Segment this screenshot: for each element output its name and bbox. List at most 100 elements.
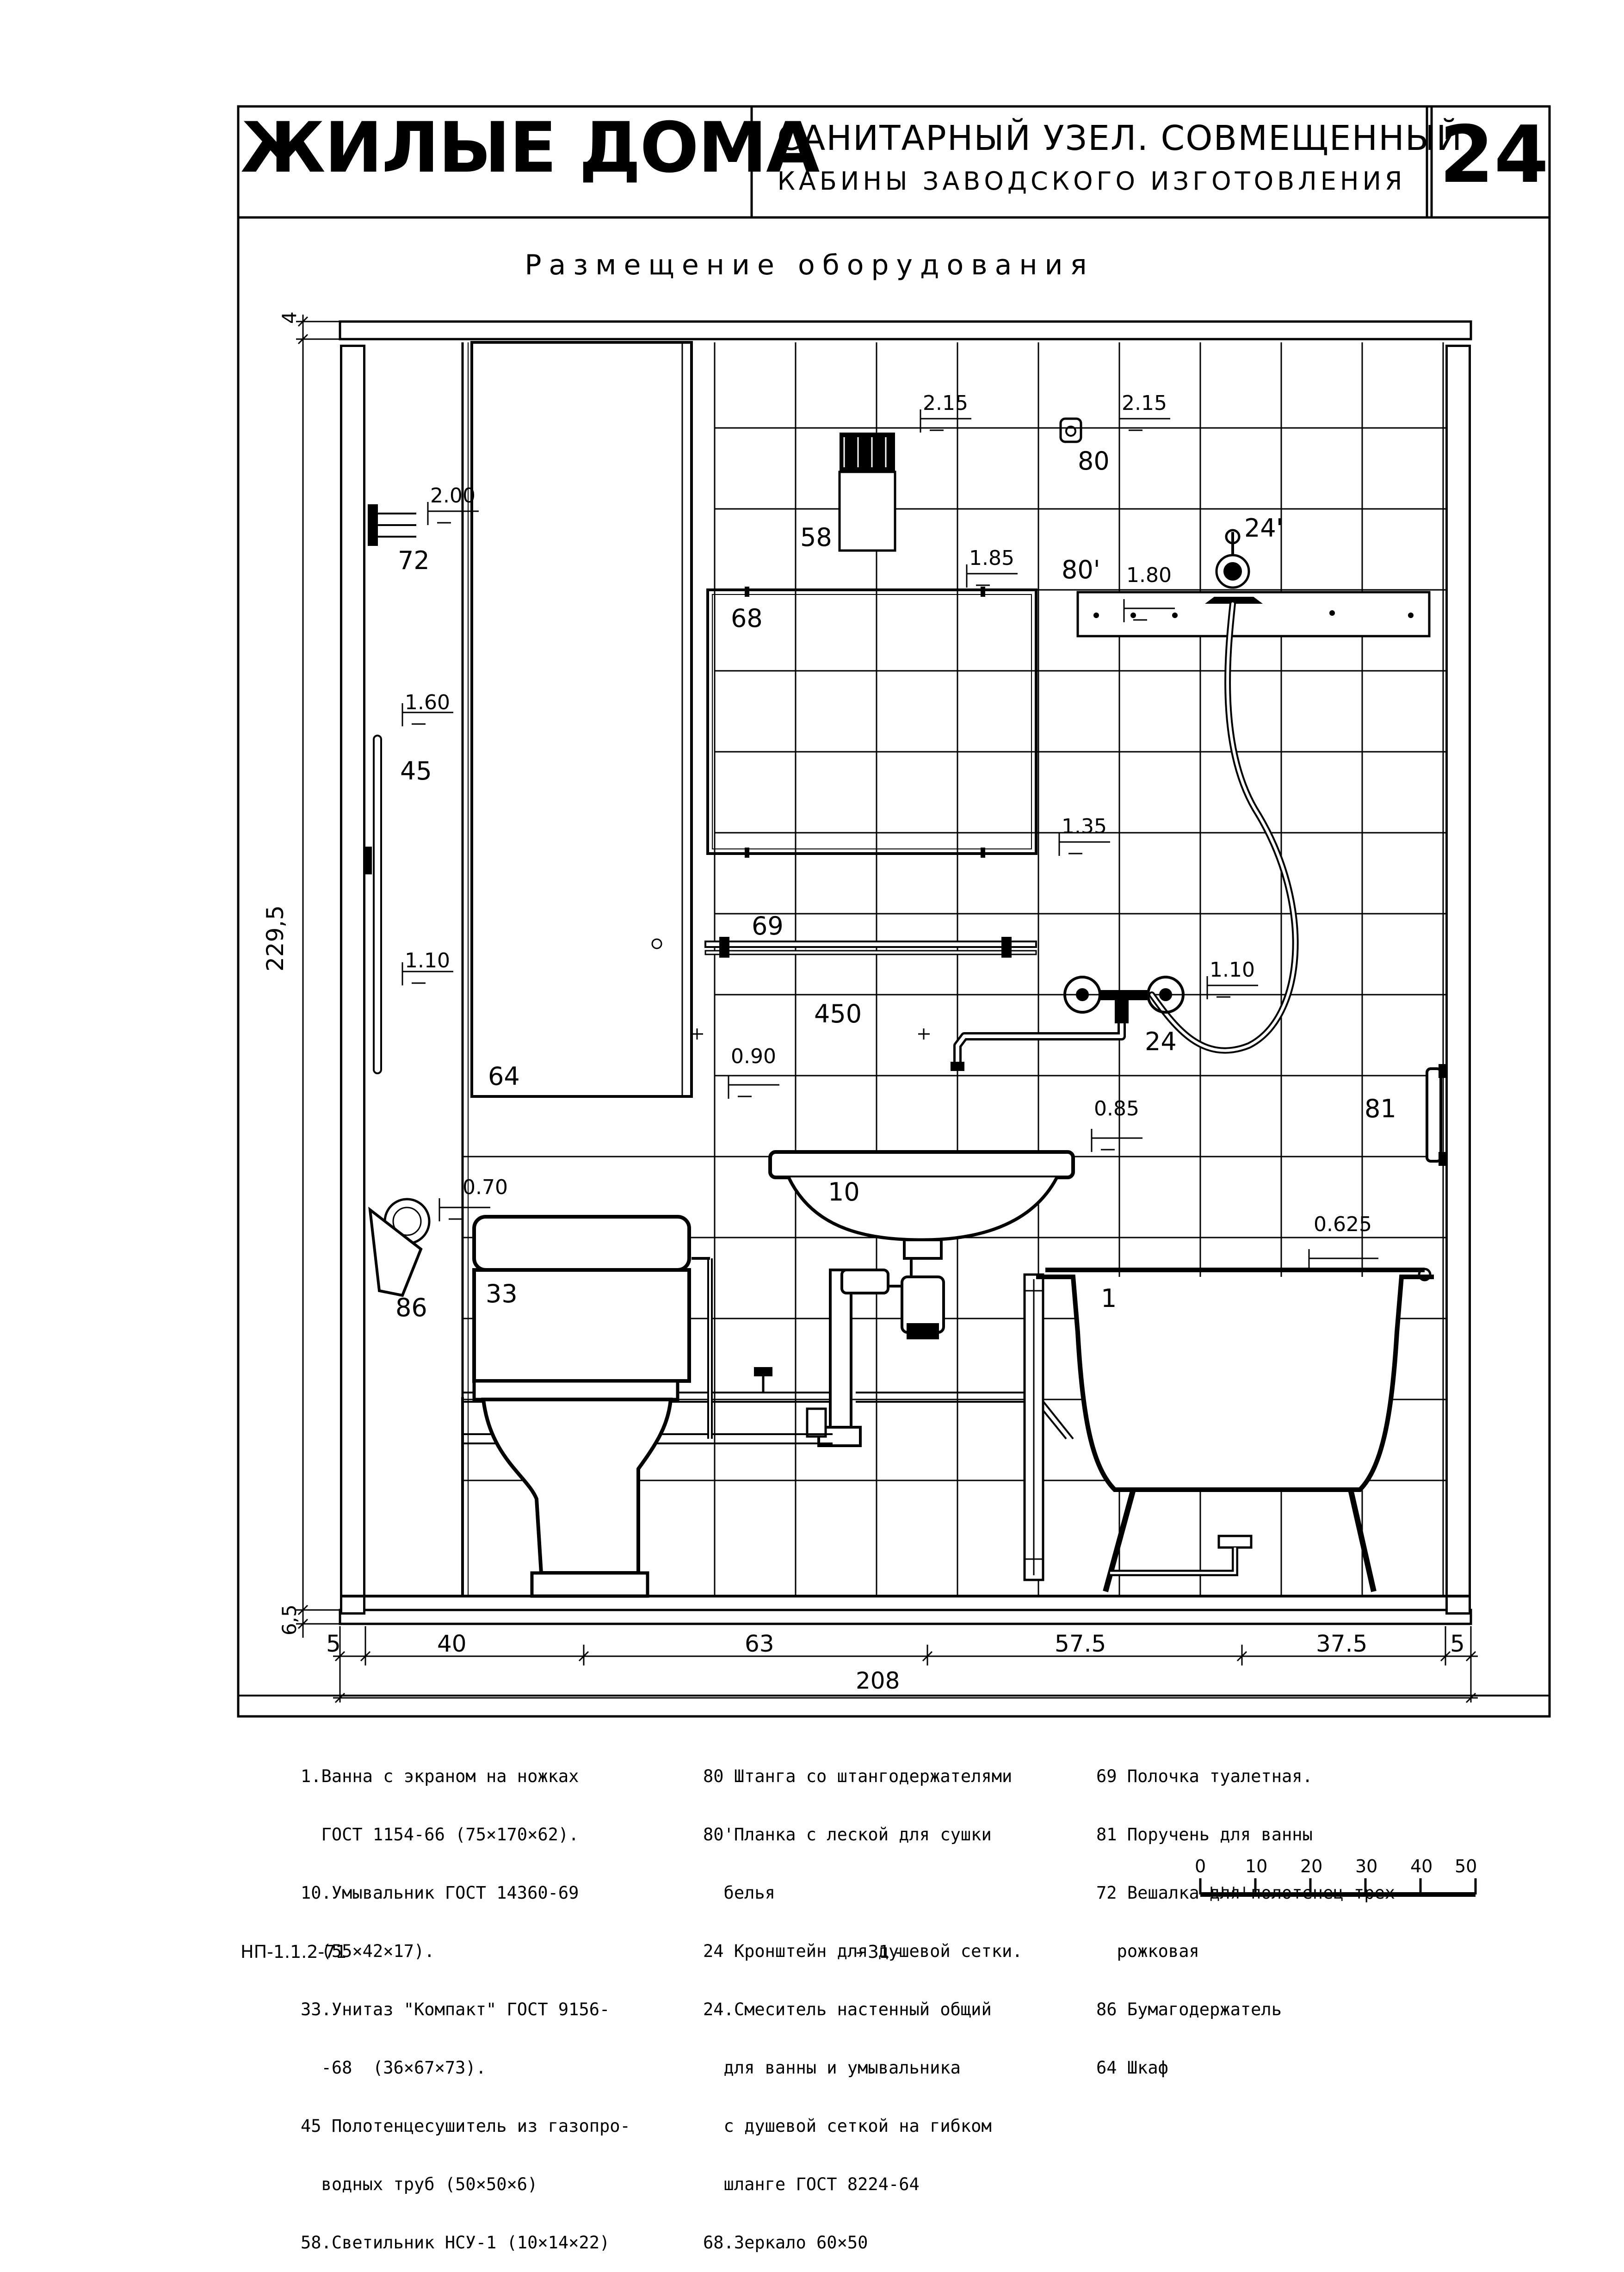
sheet-subtitle: КАБИНЫ ЗАВОДСКОГО ИЗГОТОВЛЕНИЯ xyxy=(777,167,1406,196)
legend-line: 1.Ванна с экраном на ножках xyxy=(301,1766,579,1786)
elevation-mixer: 1.10 xyxy=(1210,958,1255,982)
label-81: 81 xyxy=(1365,1094,1396,1123)
scale-tick-label: 20 xyxy=(1300,1856,1323,1876)
legend-line: шланге ГОСТ 8224-64 xyxy=(703,2174,920,2194)
label-33: 33 xyxy=(486,1279,518,1308)
sheet-title: САНИТАРНЫЙ УЗЕЛ. СОВМЕЩЕННЫЙ xyxy=(777,118,1463,158)
legend-line: 69 Полочка туалетная. xyxy=(1096,1766,1313,1786)
legend-line: рожковая xyxy=(1096,1941,1199,1961)
scale-tick-label: 30 xyxy=(1355,1856,1378,1876)
towel-dryer xyxy=(365,735,382,1074)
label-58: 58 xyxy=(800,523,832,552)
label-86: 86 xyxy=(395,1293,427,1322)
mirror xyxy=(706,587,1037,858)
document-code: НП-1.1.2-71 xyxy=(241,1942,347,1962)
legend-line: 68.Зеркало 60×50 xyxy=(703,2233,868,2253)
legend-line: белья xyxy=(703,1883,775,1903)
elevation-lamp: 2.15 xyxy=(923,391,968,415)
legend-line: ГОСТ 1154-66 (75×170×62). xyxy=(301,1825,579,1845)
legend-line: 33.Унитаз "Компакт" ГОСТ 9156- xyxy=(301,2000,610,2019)
scale-tick-label: 40 xyxy=(1410,1856,1433,1876)
scale-tick-label: 50 xyxy=(1455,1856,1477,1876)
legend-line: 72 Вешалка для полотенец трех- xyxy=(1096,1883,1406,1903)
elevation-hook: 2.00 xyxy=(430,484,475,508)
elevation-markers xyxy=(401,409,1378,1272)
bathtub xyxy=(1023,1268,1434,1592)
scale-tick-label: 10 xyxy=(1245,1856,1268,1876)
dimension-top-gap: 4 xyxy=(278,311,301,324)
towel-hook-rack xyxy=(368,504,416,546)
label-80: 80 xyxy=(1078,446,1110,476)
elevation-paper-holder: 0.70 xyxy=(463,1176,508,1199)
cabinet xyxy=(470,341,693,1098)
elevation-plank: 1.80 xyxy=(1126,563,1172,587)
legend-line: 80 Штанга со штангодержателями xyxy=(703,1766,1013,1786)
legend-line: 81 Поручень для ванны xyxy=(1096,1825,1313,1845)
legend-line: (55×42×17). xyxy=(301,1941,435,1961)
room-outline xyxy=(339,320,1472,1625)
partition-wall xyxy=(461,342,469,1596)
toilet xyxy=(472,1215,691,1598)
legend-line: 80'Планка с леской для сушки xyxy=(703,1825,992,1845)
wall-lamp xyxy=(838,433,896,552)
sheet-number: 24 xyxy=(1439,109,1549,201)
dimension-bottom: 6,5 xyxy=(278,1604,301,1635)
label-72: 72 xyxy=(398,546,430,575)
dimension-total-width: 208 xyxy=(856,1667,900,1694)
dimension-seg3: 57.5 xyxy=(1055,1630,1106,1657)
label-64: 64 xyxy=(488,1062,520,1091)
legend-column-1: 1.Ванна с экраном на ножках ГОСТ 1154-66… xyxy=(301,1728,630,2272)
legend-line: 10.Умывальник ГОСТ 14360-69 xyxy=(301,1883,579,1903)
label-24-prime: 24' xyxy=(1244,514,1283,543)
legend-column-3: 69 Полочка туалетная. 81 Поручень для ва… xyxy=(1096,1728,1405,2097)
label-45: 45 xyxy=(400,756,432,786)
dimension-seg4: 37.5 xyxy=(1316,1630,1368,1657)
elevation-mirror-top: 1.85 xyxy=(969,546,1014,570)
label-24: 24 xyxy=(1145,1027,1177,1056)
legend-line: 86 Бумагодержатель xyxy=(1096,2000,1282,2019)
curtain-bar-holder xyxy=(1059,417,1082,443)
dimension-lines xyxy=(296,315,1478,1703)
legend-line: 24.Смеситель настенный общий xyxy=(703,2000,992,2019)
bath-grab-bar xyxy=(1426,1064,1447,1166)
sheet-frame xyxy=(237,105,1551,1718)
legend-line: с душевой сеткой на гибком xyxy=(703,2116,992,2136)
drawing-canvas xyxy=(237,105,1551,1897)
drawing-title: Размещение оборудования xyxy=(525,249,1094,281)
legend-line: 45 Полотенцесушитель из газопро- xyxy=(301,2116,630,2136)
elevation-mirror-bottom: 1.35 xyxy=(1062,815,1107,838)
legend-line: 64 Шкаф xyxy=(1096,2058,1168,2078)
scale-tick-label: 0 xyxy=(1195,1856,1206,1876)
legend-column-2: 80 Штанга со штангодержателями 80'Планка… xyxy=(703,1728,1023,2272)
dimension-height: 229,5 xyxy=(262,905,289,972)
wall-mixer xyxy=(951,976,1185,1071)
elevation-basin: 0.85 xyxy=(1094,1097,1139,1121)
label-69: 69 xyxy=(752,911,784,941)
toilet-paper-holder xyxy=(368,1198,431,1297)
legend-line: водных труб (50×50×6) xyxy=(301,2174,538,2194)
legend-line: 58.Светильник НСУ-1 (10×14×22) xyxy=(301,2233,610,2253)
elevation-rail-top: 1.60 xyxy=(405,691,450,714)
legend-line: -68 (36×67×73). xyxy=(301,2058,486,2078)
series-title: ЖИЛЫЕ ДОМА xyxy=(241,108,820,188)
elevation-spout: 0.90 xyxy=(731,1045,776,1068)
elevation-bar: 2.15 xyxy=(1122,391,1167,415)
label-68: 68 xyxy=(731,604,763,633)
washbasin xyxy=(768,1150,1075,1447)
label-80-prime: 80' xyxy=(1062,555,1100,584)
dimension-seg2: 63 xyxy=(745,1630,774,1657)
label-450: 450 xyxy=(814,999,862,1028)
label-1: 1 xyxy=(1101,1284,1117,1313)
legend-line: для ванны и умывальника xyxy=(703,2058,961,2078)
elevation-rail-bottom: 1.10 xyxy=(405,949,450,972)
dimension-left-wall: 5 xyxy=(326,1630,341,1657)
shower-head xyxy=(1149,529,1299,1054)
page-number: - 31 - xyxy=(856,1942,902,1962)
dimension-seg1: 40 xyxy=(437,1630,467,1657)
toilet-shelf xyxy=(704,937,1037,958)
elevation-tub: 0.625 xyxy=(1314,1213,1372,1236)
legend-line: 24 Кронштейн для душевой сетки. xyxy=(703,1941,1023,1961)
label-10: 10 xyxy=(828,1177,860,1207)
graphic-scale xyxy=(1199,1878,1477,1897)
dimension-right-wall: 5 xyxy=(1450,1630,1465,1657)
